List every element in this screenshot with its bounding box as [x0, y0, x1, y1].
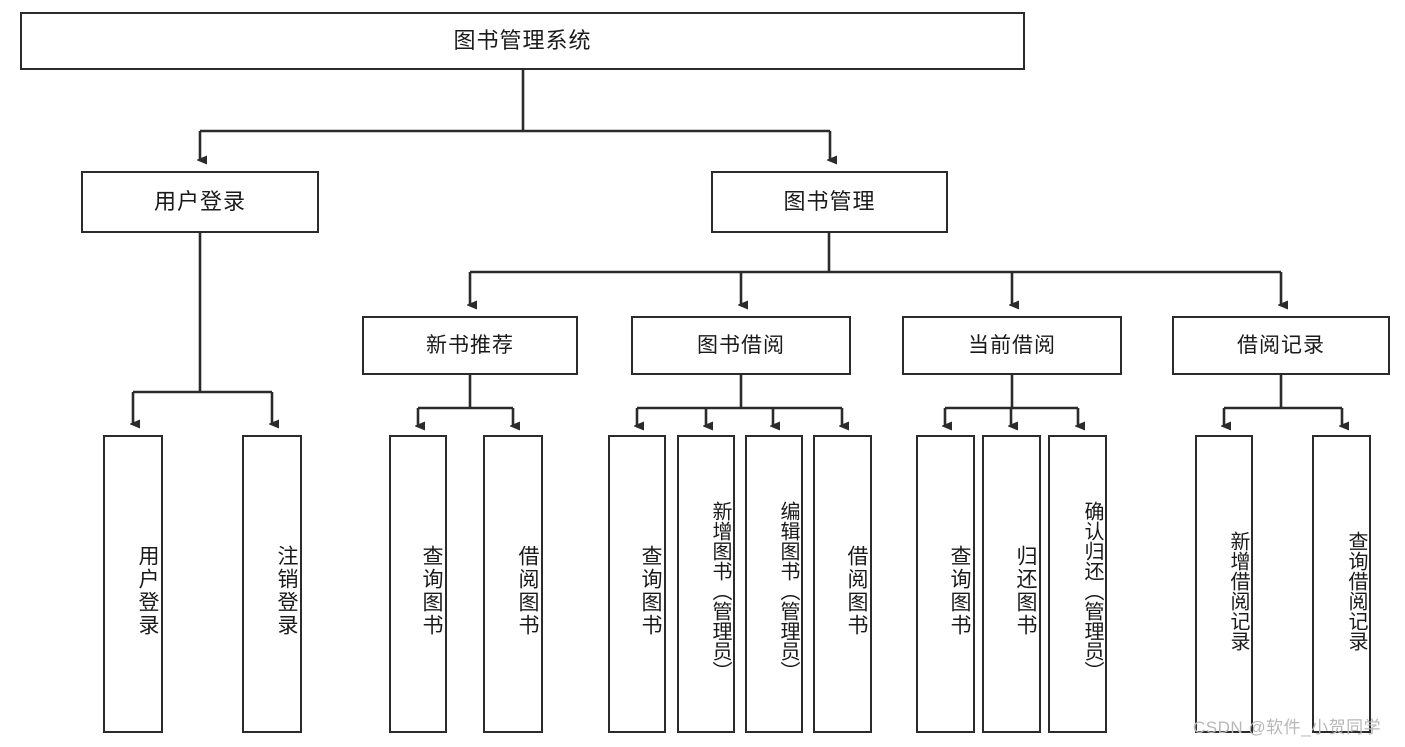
leaf-user-login-logout[interactable]: 注销登录: [242, 435, 302, 733]
node-new-book-recommend[interactable]: 新书推荐: [362, 316, 578, 375]
node-book-management[interactable]: 图书管理: [711, 171, 948, 233]
leaf-new-book-query[interactable]: 查询图书: [389, 435, 447, 733]
leaf-borrow-record-query[interactable]: 查询借阅记录: [1312, 435, 1371, 733]
leaf-book-borrow-add[interactable]: 新增图书（管理员）: [677, 435, 735, 733]
node-book-borrow[interactable]: 图书借阅: [631, 316, 851, 375]
leaf-new-book-borrow[interactable]: 借阅图书: [483, 435, 543, 733]
node-user-login[interactable]: 用户登录: [81, 171, 319, 233]
leaf-current-borrow-query[interactable]: 查询图书: [916, 435, 975, 733]
node-root-system[interactable]: 图书管理系统: [20, 12, 1025, 70]
leaf-user-login-login[interactable]: 用户登录: [103, 435, 163, 733]
leaf-book-borrow-query[interactable]: 查询图书: [608, 435, 666, 733]
leaf-borrow-record-add[interactable]: 新增借阅记录: [1195, 435, 1253, 733]
leaf-book-borrow-borrow[interactable]: 借阅图书: [813, 435, 872, 733]
leaf-book-borrow-edit[interactable]: 编辑图书（管理员）: [745, 435, 803, 733]
csdn-watermark: CSDN @软件_小贺同学: [1193, 718, 1382, 737]
leaf-current-borrow-confirm-return[interactable]: 确认归还（管理员）: [1048, 435, 1107, 733]
node-borrow-record[interactable]: 借阅记录: [1172, 316, 1390, 375]
leaf-current-borrow-return[interactable]: 归还图书: [982, 435, 1041, 733]
node-current-borrow[interactable]: 当前借阅: [902, 316, 1122, 375]
